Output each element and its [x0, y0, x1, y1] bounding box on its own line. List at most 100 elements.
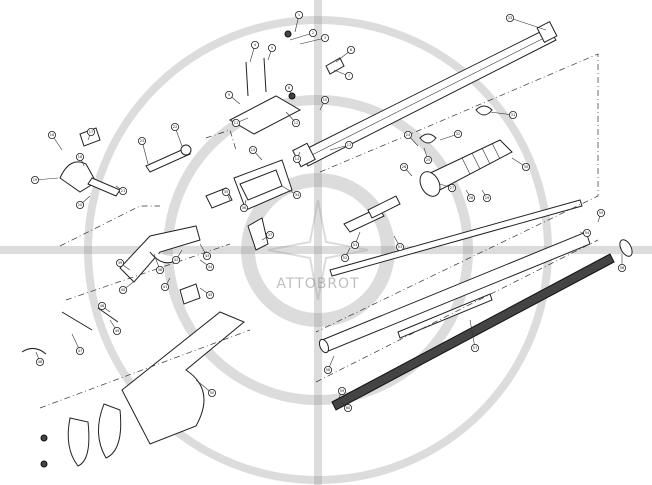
pin-upper-1	[245, 61, 249, 97]
callout-label-c41: 41	[163, 285, 167, 289]
watermark-star-icon	[267, 199, 369, 301]
callout-label-c31: 31	[511, 113, 515, 117]
callout-label-c7: 7	[348, 74, 350, 78]
assembly-lines	[39, 53, 599, 409]
callout-label-c46: 46	[100, 304, 104, 308]
callout-label-c24: 24	[406, 133, 411, 137]
callout-label-c59: 59	[340, 389, 344, 393]
callout-bubble-c3	[320, 34, 329, 43]
callout-bubble-c53	[395, 242, 404, 251]
callout-bubble-c25	[423, 155, 432, 164]
callout-label-c12: 12	[294, 121, 298, 125]
callout-label-c60: 60	[346, 406, 350, 410]
hammer-pin-head	[180, 144, 192, 156]
callout-bubble-c39	[116, 258, 125, 267]
receiver-assembly	[205, 159, 293, 251]
callout-label-c29: 29	[485, 196, 489, 200]
callout-label-c1: 1	[298, 13, 300, 17]
barrel-muzzle	[536, 21, 558, 43]
callout-label-c56: 56	[620, 266, 624, 270]
callout-bubble-c13	[344, 140, 353, 149]
callout-bubble-c2	[308, 28, 317, 37]
callout-label-c5: 5	[271, 46, 273, 50]
callout-bubble-c47	[76, 346, 85, 355]
screw-top	[284, 30, 292, 38]
callout-label-c18: 18	[78, 155, 82, 159]
buttplate	[67, 417, 90, 467]
stock-assembly	[40, 311, 245, 468]
callout-bubble-c15	[248, 145, 257, 154]
callout-bubble-c51	[350, 240, 359, 249]
callout-label-c47: 47	[78, 349, 82, 353]
callout-bubble-c26	[399, 162, 408, 171]
callout-bubble-c8	[284, 84, 293, 93]
lever-spring	[21, 348, 47, 355]
callout-label-c34: 34	[295, 193, 300, 197]
callout-label-c3: 3	[324, 36, 326, 40]
callout-bubble-c60	[343, 403, 352, 412]
callout-label-c23: 23	[140, 139, 144, 143]
upper-small-parts	[145, 30, 345, 173]
callout-bubble-c23	[137, 136, 146, 145]
callout-label-c57: 57	[473, 346, 477, 350]
callout-bubble-c49	[113, 326, 122, 335]
forend-rib-4	[491, 142, 501, 160]
callout-bubble-c37	[265, 230, 274, 239]
callout-bubble-c46	[98, 301, 107, 310]
callout-label-c30: 30	[524, 165, 528, 169]
callout-bubble-c4	[250, 41, 259, 50]
forend-rib-2	[471, 152, 481, 170]
callout-label-c44: 44	[208, 265, 213, 269]
callout-label-c38: 38	[158, 268, 162, 272]
callout-label-c15: 15	[251, 148, 255, 152]
callout-bubble-c33	[505, 13, 514, 22]
callout-bubble-c43	[202, 251, 211, 260]
callout-bubble-c40	[119, 285, 128, 294]
callout-label-c16: 16	[50, 133, 54, 137]
callout-bubble-c36	[239, 203, 248, 212]
callout-label-c54: 54	[585, 231, 590, 235]
magazine-plug	[619, 239, 633, 257]
callout-label-c58: 58	[326, 368, 330, 372]
callout-bubble-c30	[522, 162, 531, 171]
bolt-pin-2	[367, 195, 401, 219]
dash-line-1	[59, 205, 160, 247]
callout-label-c2: 2	[312, 31, 314, 35]
dash-line-2	[65, 243, 231, 301]
callout-bubble-c44	[205, 262, 214, 271]
callout-label-c42: 42	[174, 258, 178, 262]
mainspring-guide	[87, 177, 121, 197]
forend-assembly	[419, 139, 513, 197]
callout-bubble-c22	[170, 123, 179, 132]
callout-label-c9: 9	[228, 93, 230, 97]
callout-bubble-c12	[291, 119, 300, 128]
callout-bubble-c24	[403, 130, 412, 139]
callout-bubble-c6	[346, 46, 355, 55]
callout-bubble-c54	[583, 228, 592, 237]
callout-bubble-c14	[292, 154, 301, 163]
callout-label-c28: 28	[469, 196, 473, 200]
callout-label-c10: 10	[323, 98, 327, 102]
callout-bubble-c21	[119, 186, 128, 195]
callout-label-c37: 37	[268, 233, 272, 237]
callout-bubble-c10	[320, 96, 329, 105]
callout-bubble-c48	[36, 357, 45, 366]
callout-label-c17: 17	[89, 130, 93, 134]
cleaning-rod	[329, 199, 583, 277]
callout-bubble-c18	[76, 152, 85, 161]
callout-bubble-c1	[294, 10, 303, 19]
callout-label-c35: 35	[224, 190, 228, 194]
dash-line-6	[205, 129, 237, 151]
callout-label-c55: 55	[599, 211, 603, 215]
callout-leader-c2	[289, 32, 314, 41]
callout-bubble-c34	[292, 190, 301, 199]
callout-bubble-c56	[618, 263, 627, 272]
callout-label-c14: 14	[295, 157, 300, 161]
callout-leader-c3	[299, 37, 326, 45]
callout-bubble-c27	[447, 183, 456, 192]
callout-bubble-c57	[470, 343, 479, 352]
barrel-band-rear	[419, 133, 437, 144]
